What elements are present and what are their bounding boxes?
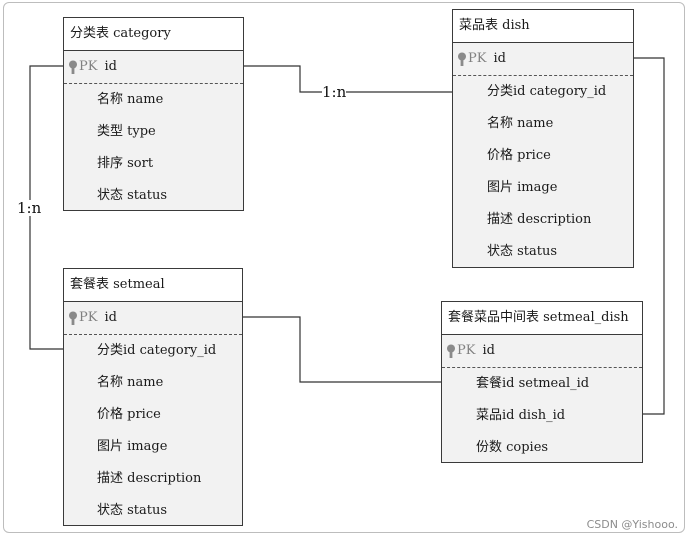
entity-setmeal-dish[interactable]: 套餐菜品中间表 setmeal_dish PK id 套餐id setmeal_… <box>441 301 643 463</box>
pk-field: id <box>482 343 495 358</box>
field-row: 价格 price <box>487 148 551 163</box>
pk-label: PK <box>468 51 487 66</box>
field-row: 名称 name <box>97 92 164 107</box>
field-row: 状态 status <box>97 188 168 203</box>
field-row: 状态 status <box>97 503 168 518</box>
pk-field: id <box>104 310 117 325</box>
entity-title: 套餐菜品中间表 setmeal_dish <box>442 302 642 335</box>
line-category-dish <box>243 65 452 93</box>
relation-label-category-dish: 1:n <box>322 83 347 101</box>
entity-category[interactable]: 分类表 category PK id 名称 name 类型 type 排序 so… <box>63 17 244 211</box>
primary-key-row: PK id <box>442 335 642 368</box>
pk-field: id <box>493 51 506 66</box>
entity-title: 分类表 category <box>64 18 243 51</box>
pk-label: PK <box>457 343 476 358</box>
field-row: 分类id category_id <box>97 343 217 358</box>
key-icon <box>458 52 466 66</box>
pk-label: PK <box>79 59 98 74</box>
primary-key-row: PK id <box>64 51 243 84</box>
field-row: 图片 image <box>97 439 168 454</box>
field-row: 排序 sort <box>97 156 154 171</box>
field-row: 分类id category_id <box>487 84 607 99</box>
field-row: 菜品id dish_id <box>476 408 566 423</box>
field-row: 状态 status <box>487 244 558 259</box>
field-row: 套餐id setmeal_id <box>476 376 590 391</box>
pk-label: PK <box>79 310 98 325</box>
field-row: 描述 description <box>487 212 592 227</box>
entity-title: 套餐表 setmeal <box>64 269 242 302</box>
field-row: 描述 description <box>97 471 202 486</box>
field-row: 价格 price <box>97 407 161 422</box>
watermark: CSDN @Yishooo. <box>586 518 678 531</box>
line-setmeal-setmeal-dish <box>243 316 441 383</box>
relation-label-category-setmeal: 1:n <box>17 199 42 217</box>
field-row: 名称 name <box>97 375 164 390</box>
primary-key-row: PK id <box>64 302 242 335</box>
field-row: 类型 type <box>97 124 156 139</box>
key-icon <box>447 344 455 358</box>
entity-setmeal[interactable]: 套餐表 setmeal PK id 分类id category_id 名称 na… <box>63 268 243 526</box>
diagram-frame <box>3 2 685 533</box>
primary-key-row: PK id <box>453 43 633 76</box>
key-icon <box>69 60 77 74</box>
key-icon <box>69 311 77 325</box>
field-row: 图片 image <box>487 180 558 195</box>
field-row: 份数 copies <box>476 440 549 455</box>
pk-field: id <box>104 59 117 74</box>
entity-title: 菜品表 dish <box>453 10 633 43</box>
entity-dish[interactable]: 菜品表 dish PK id 分类id category_id 名称 name … <box>452 9 634 268</box>
line-dish-setmeal-dish <box>634 57 665 415</box>
field-row: 名称 name <box>487 116 554 131</box>
